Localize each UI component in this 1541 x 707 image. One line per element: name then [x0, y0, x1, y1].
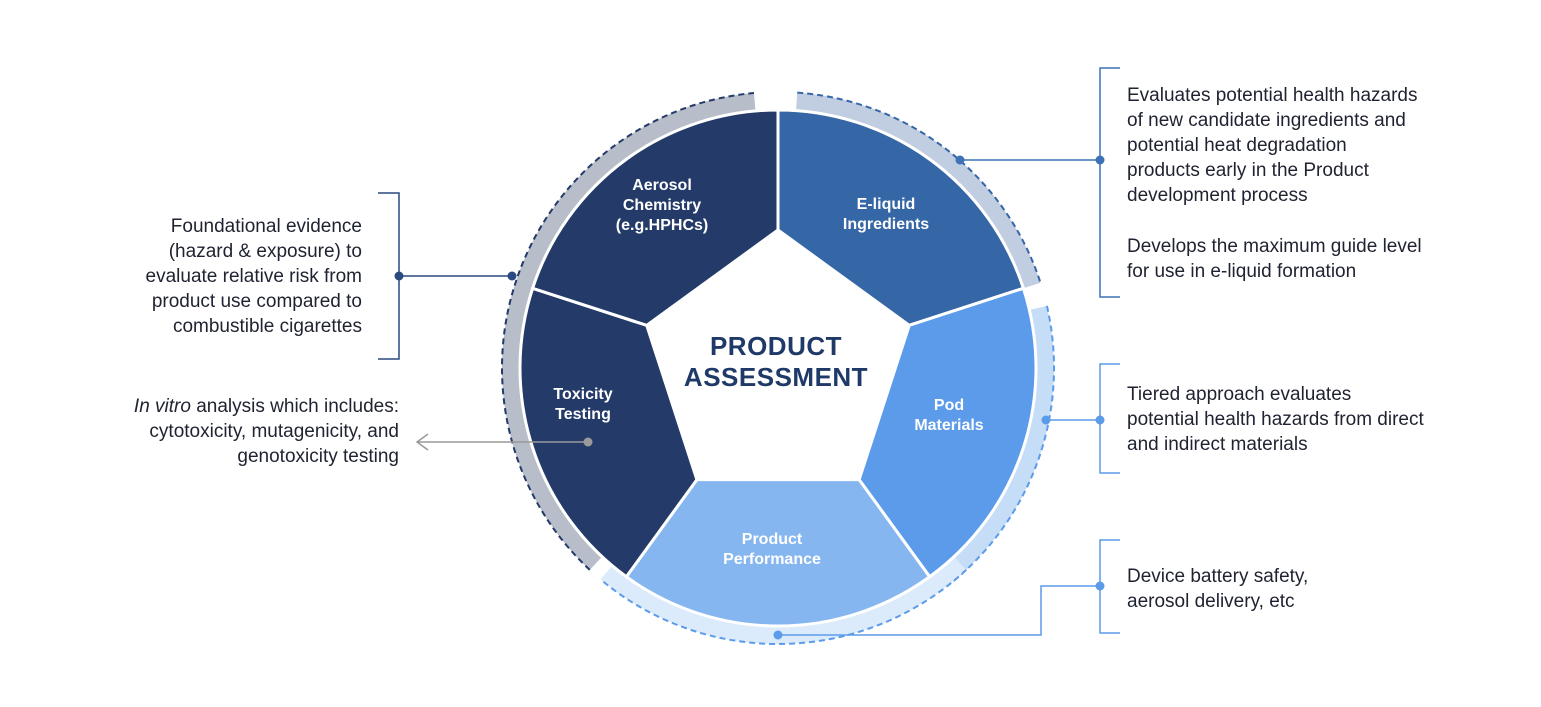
center-label-line: ASSESSMENT [684, 362, 868, 392]
note-line: genotoxicity testing [237, 446, 399, 467]
arc-right-band [936, 305, 1054, 586]
connector-dot [773, 630, 783, 640]
note-line: Evaluates potential health hazards [1127, 85, 1418, 106]
note-line: development process [1127, 185, 1308, 206]
connector-dot [1095, 415, 1105, 425]
note-eliquid: Evaluates potential health hazards of ne… [1127, 83, 1487, 284]
segment-label-performance: Performance [723, 551, 821, 568]
note-line: of new candidate ingredients and [1127, 110, 1406, 131]
note-line: cytotoxicity, mutagenicity, and [149, 421, 399, 442]
segment-eliquid [776, 108, 1026, 328]
note-line: Develops the maximum guide level [1127, 236, 1422, 257]
arc-right-dash [947, 305, 1055, 587]
paragraph-gap [1127, 208, 1487, 234]
note-line: Foundational evidence [170, 216, 362, 237]
note-line: aerosol delivery, etc [1127, 591, 1295, 612]
segments: E-liquidIngredientsPodMaterialsProductPe… [518, 108, 1038, 628]
connector-dot [1041, 415, 1051, 425]
segment-label-pod: Pod [934, 397, 964, 414]
note-line: for use in e-liquid formation [1127, 261, 1357, 282]
connectors [378, 67, 1120, 640]
invitro-first: analysis which includes: [190, 396, 399, 417]
note-device: Device battery safety, aerosol delivery,… [1127, 564, 1487, 614]
note-pod: Tiered approach evaluates potential heal… [1127, 382, 1487, 457]
connector-dot [1095, 155, 1105, 165]
note-line: In vitro analysis which includes: [90, 394, 399, 419]
segment-pod [857, 286, 1038, 579]
note-invitro: In vitro analysis which includes: cytoto… [90, 394, 399, 469]
note-line: Device battery safety, [1127, 566, 1309, 587]
note-line: evaluate relative risk from [145, 266, 362, 287]
connector-dot [1095, 581, 1105, 591]
connector-dot [955, 155, 965, 165]
connector-dot [394, 271, 404, 281]
note-line: (hazard & exposure) to [168, 241, 362, 262]
segment-label-performance: Product [742, 531, 803, 548]
segment-label-toxicity: Testing [555, 406, 611, 423]
center-label-line: PRODUCT [710, 331, 842, 361]
arc-top-right-dash [797, 91, 1042, 284]
connector-dot [507, 271, 517, 281]
connector-dot [583, 437, 593, 447]
segment-label-eliquid: E-liquid [857, 196, 916, 213]
note-line: combustible cigarettes [172, 316, 362, 337]
note-line: product use compared to [151, 291, 362, 312]
segment-label-aerosol: Chemistry [623, 197, 701, 214]
arrowhead-invitro [415, 433, 429, 451]
note-foundational: Foundational evidence (hazard & exposure… [100, 214, 362, 339]
segment-label-toxicity: Toxicity [553, 386, 612, 403]
note-line: products early in the Product [1127, 160, 1369, 181]
bracket-eliquid [1099, 67, 1120, 298]
arc-bottom-dash [599, 569, 967, 645]
segment-label-eliquid: Ingredients [843, 216, 929, 233]
note-line: potential health hazards from direct [1127, 409, 1424, 430]
note-line: Tiered approach evaluates [1127, 384, 1352, 405]
segment-label-aerosol: (e.g.HPHCs) [616, 217, 708, 234]
segment-label-aerosol: Aerosol [632, 177, 692, 194]
arc-top-right-band [795, 92, 1041, 289]
invitro-italic: In vitro [133, 396, 191, 417]
connector-device [778, 585, 1100, 636]
note-line: potential heat degradation [1127, 135, 1347, 156]
arc-left-band [502, 93, 756, 570]
note-line: and indirect materials [1127, 434, 1308, 455]
segment-performance [624, 478, 932, 628]
segment-aerosol [530, 108, 780, 328]
outer-arcs [501, 91, 1055, 645]
segment-label-pod: Materials [914, 417, 983, 434]
